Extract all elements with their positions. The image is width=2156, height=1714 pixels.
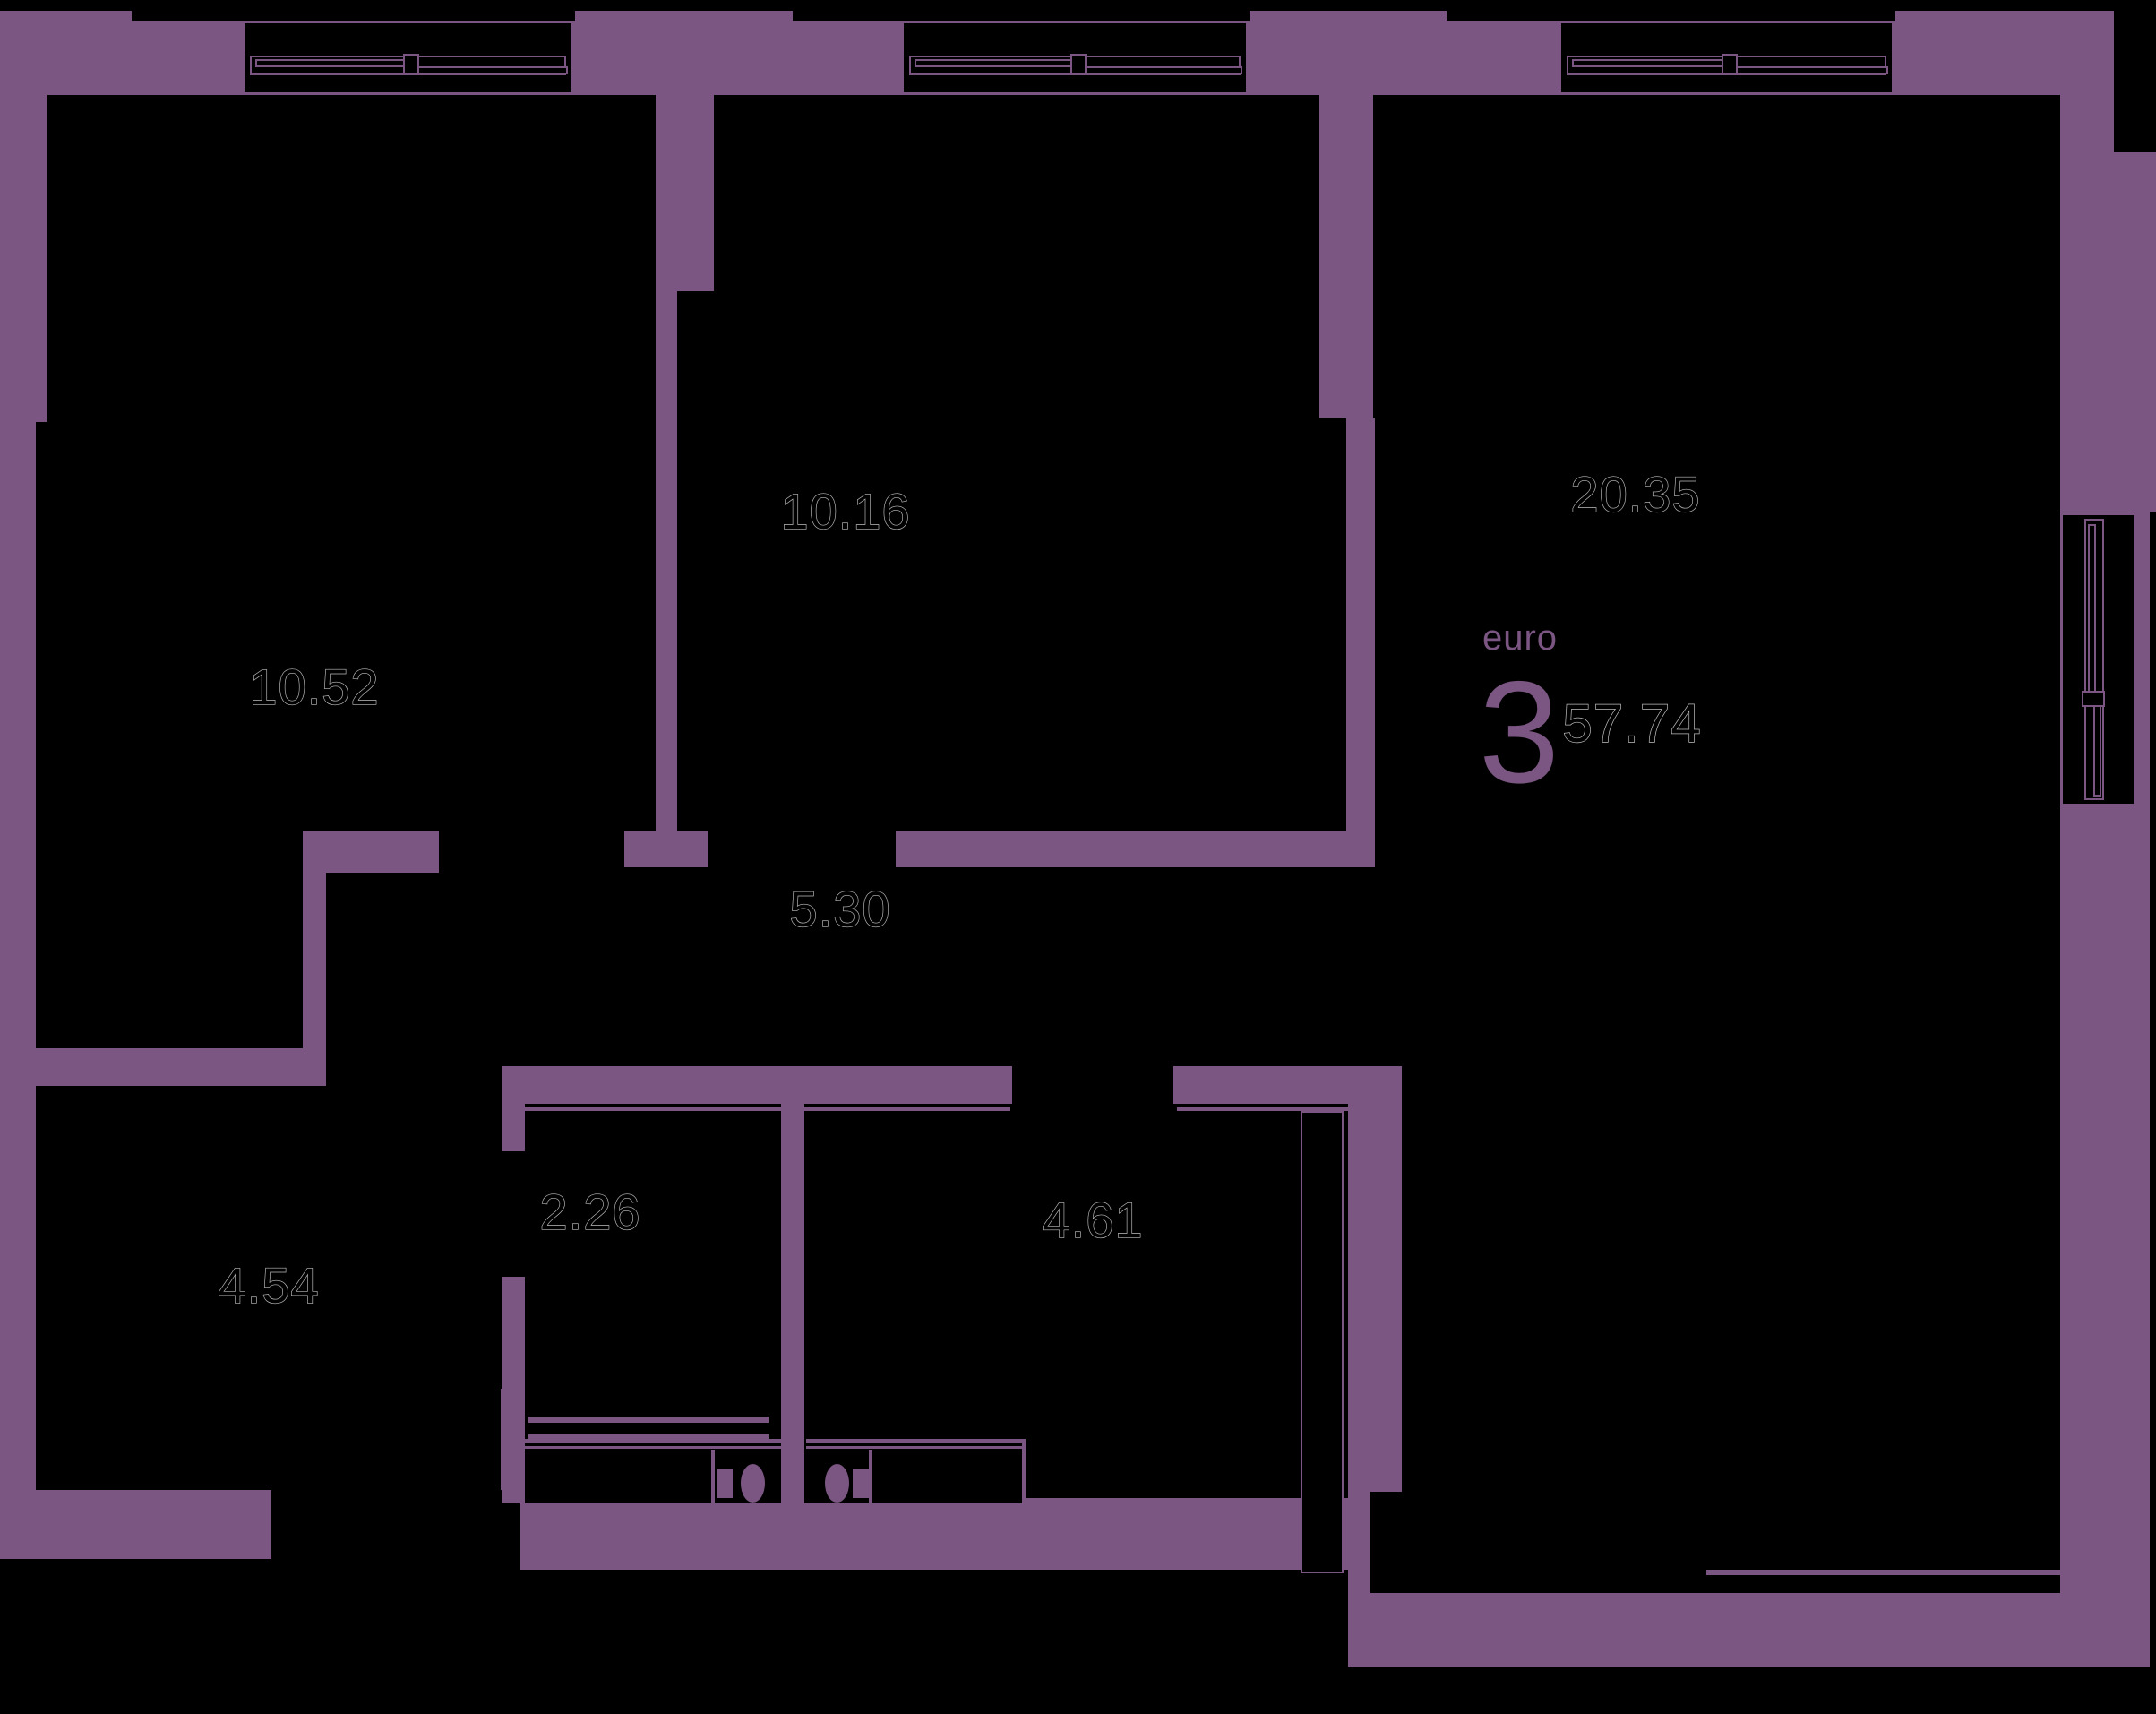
chase-knob-left bbox=[741, 1464, 765, 1503]
wall-bottom-right bbox=[1348, 1593, 2150, 1667]
wall-bottom-left bbox=[0, 1490, 271, 1559]
wall-top-seg-6 bbox=[1895, 11, 2060, 95]
room-area-label-bathroom-large: 4.61 bbox=[1042, 1192, 1144, 1248]
room-area-label-bathroom-small: 2.26 bbox=[539, 1184, 641, 1240]
window-right-sash-top bbox=[2088, 524, 2096, 702]
room-area-label-living-kitchen: 20.35 bbox=[1570, 466, 1701, 522]
window-right-sash-bottom bbox=[2093, 698, 2101, 797]
room-area-label-hall: 4.54 bbox=[218, 1257, 320, 1313]
entry-door-leaf-b bbox=[528, 1434, 769, 1440]
window-1-sash-right bbox=[407, 66, 568, 74]
window-2-coupler bbox=[1070, 54, 1087, 75]
window-3 bbox=[1558, 21, 1895, 95]
room-area-label-bedroom-left: 10.52 bbox=[249, 659, 380, 715]
line-bath-large-bottom-low bbox=[1024, 1498, 1348, 1505]
window-right-coupler bbox=[2082, 691, 2105, 707]
window-2 bbox=[900, 21, 1250, 95]
line-chase-right bbox=[869, 1450, 872, 1518]
wall-right-window-outer bbox=[2136, 512, 2150, 806]
wall-left-upper bbox=[0, 95, 47, 422]
window-3-sash-right bbox=[1725, 66, 1888, 74]
wall-bath-right-cont bbox=[1348, 1492, 1370, 1593]
wall-bedrooms-thin bbox=[656, 291, 677, 831]
entry-door-leaf-a bbox=[528, 1417, 769, 1423]
chase-square-right bbox=[853, 1469, 869, 1498]
bathroom-door-leaf bbox=[1301, 1111, 1344, 1573]
wall-top-seg-3 bbox=[793, 21, 900, 95]
room-area-label-bedroom-middle: 10.16 bbox=[780, 483, 911, 539]
window-2-sash-right bbox=[1074, 66, 1242, 74]
wall-top-seg-4 bbox=[1250, 11, 1447, 95]
wall-bedrooms-thick bbox=[656, 95, 714, 291]
line-bath-step-vertical bbox=[1022, 1439, 1026, 1503]
window-3-coupler bbox=[1722, 54, 1738, 75]
wall-left-lower bbox=[0, 421, 36, 1559]
room-area-label-corridor: 5.30 bbox=[789, 881, 891, 937]
window-1 bbox=[241, 21, 575, 95]
wall-bottom-middle bbox=[520, 1503, 1370, 1570]
wall-bedroom-left-bottom bbox=[303, 831, 439, 873]
unit-type-label: euro bbox=[1482, 618, 1559, 658]
window-2-sash-left bbox=[915, 59, 1083, 67]
wall-top-seg-1 bbox=[132, 21, 241, 95]
wall-bath-top-left bbox=[502, 1066, 1012, 1104]
line-bath-large-bottom-a bbox=[806, 1439, 1024, 1443]
line-bath-small-bottom-b bbox=[525, 1446, 781, 1449]
window-1-coupler bbox=[403, 54, 419, 75]
line-bath-large-bottom-b bbox=[806, 1446, 1024, 1449]
line-bath-underline-left bbox=[516, 1107, 1010, 1111]
window-3-sash-left bbox=[1572, 59, 1735, 67]
wall-top-corner-left bbox=[0, 11, 132, 95]
wall-bedrooms-cap bbox=[624, 831, 708, 867]
unit-total-area: 57.74 bbox=[1562, 693, 1702, 754]
wall-bath-top-right bbox=[1173, 1066, 1382, 1104]
line-chase-left bbox=[711, 1450, 715, 1518]
wall-top-seg-2 bbox=[575, 11, 793, 95]
chase-knob-right bbox=[825, 1464, 849, 1503]
window-1-sash-left bbox=[255, 59, 417, 67]
wall-bedroom-middle-bottom bbox=[896, 831, 1375, 867]
wall-right-upper bbox=[2060, 152, 2156, 512]
wall-bath-left-lower bbox=[502, 1277, 525, 1503]
wall-right-top bbox=[2060, 11, 2114, 152]
wall-hall-top bbox=[0, 1048, 326, 1086]
wall-living-thin bbox=[1346, 418, 1375, 831]
chase-square-left bbox=[717, 1469, 733, 1498]
line-bath-small-bottom-a bbox=[525, 1439, 781, 1443]
line-bath-underline-right bbox=[1177, 1107, 1372, 1111]
wall-bath-right bbox=[1348, 1066, 1402, 1492]
window-right bbox=[2060, 512, 2136, 806]
wall-top-seg-5 bbox=[1447, 21, 1558, 95]
unit-rooms-count: 3 bbox=[1478, 651, 1560, 814]
wall-right-lower bbox=[2060, 806, 2150, 1593]
wall-hall-step bbox=[303, 873, 326, 1048]
line-living-floor bbox=[1706, 1570, 2079, 1575]
wall-living-thick bbox=[1319, 95, 1373, 418]
wall-bath-divider bbox=[781, 1066, 804, 1516]
